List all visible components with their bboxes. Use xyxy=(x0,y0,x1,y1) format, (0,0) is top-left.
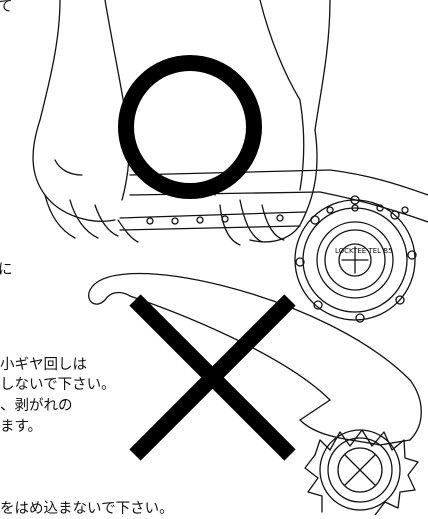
text-fragment-top: て xyxy=(0,0,13,15)
sprocket-top xyxy=(294,195,417,323)
sprocket-bottom xyxy=(304,429,419,516)
text-fragment-mid: に xyxy=(0,262,13,278)
hands-illustration xyxy=(32,0,428,246)
warning-line-4: ます。 xyxy=(0,419,43,435)
sprocket-label: LOCKTEE TEL B5 xyxy=(335,247,393,255)
warning-line-3: 、剥がれの xyxy=(0,398,73,414)
warning-line-2: しないで下さい。 xyxy=(0,377,116,393)
cross-ng-mark xyxy=(129,294,296,461)
warning-line-1: 小ギヤ回しは xyxy=(0,357,87,373)
text-fragment-bottom: をはめ込まないで下さい。 xyxy=(0,501,174,517)
circle-ok-mark xyxy=(118,55,262,199)
